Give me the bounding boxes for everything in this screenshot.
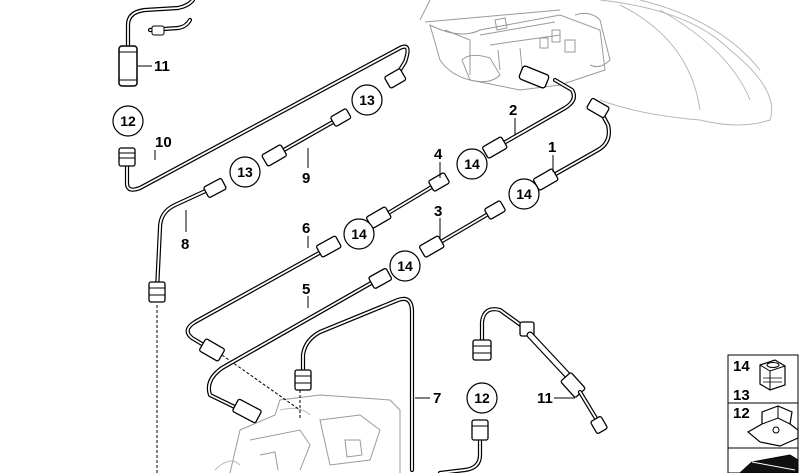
callout-3: 3 xyxy=(434,203,442,220)
circled-callouts: 12 13 13 14 14 14 14 12 xyxy=(112,84,540,414)
callout-9: 9 xyxy=(302,170,310,187)
svg-text:13: 13 xyxy=(359,92,375,108)
circled-callout-14-c: 14 xyxy=(343,218,375,250)
circled-callout-14-d: 14 xyxy=(389,250,421,282)
cap-nut-icon xyxy=(759,359,786,391)
fitting-icon xyxy=(763,377,782,383)
brake-pipe-8 xyxy=(148,178,227,303)
svg-text:12: 12 xyxy=(120,113,136,129)
legend-label-13: 13 xyxy=(733,387,750,404)
brake-hose-top xyxy=(118,0,196,87)
svg-text:14: 14 xyxy=(516,186,532,202)
callout-7: 7 xyxy=(433,390,441,407)
clip-icon-partial xyxy=(739,454,799,473)
callout-1: 1 xyxy=(548,139,556,156)
svg-text:14: 14 xyxy=(397,258,413,274)
callout-8: 8 xyxy=(181,236,189,253)
brake-pipe-10 xyxy=(118,44,410,192)
bracket-clip-icon xyxy=(746,405,799,447)
guide-lines xyxy=(156,305,301,473)
callout-11-lower: 11 xyxy=(537,390,553,407)
svg-text:12: 12 xyxy=(474,390,490,406)
callout-10: 10 xyxy=(155,134,172,151)
master-cylinder-booster xyxy=(419,0,773,126)
circled-callout-12-top: 12 xyxy=(112,105,144,137)
circled-callout-13-top: 13 xyxy=(351,84,383,116)
brake-pipe-4 xyxy=(366,172,450,229)
brake-pipe-9 xyxy=(261,108,352,167)
circled-callout-12-lower: 12 xyxy=(466,382,498,414)
brake-pipe-7 xyxy=(294,296,489,473)
brake-hose-lower xyxy=(472,307,608,434)
svg-text:14: 14 xyxy=(351,226,367,242)
callout-6: 6 xyxy=(302,220,310,237)
circled-callout-14-a: 14 xyxy=(456,148,488,180)
brake-pipe-3 xyxy=(419,200,506,258)
brake-pipe-1 xyxy=(533,97,611,191)
svg-text:13: 13 xyxy=(237,164,253,180)
legend-label-14: 14 xyxy=(733,358,750,375)
callout-4: 4 xyxy=(434,146,443,163)
brake-pipe-5 xyxy=(206,267,393,424)
leader-lines xyxy=(138,65,575,399)
legend-label-12: 12 xyxy=(733,405,750,422)
svg-text:14: 14 xyxy=(464,156,480,172)
circled-callout-14-b: 14 xyxy=(508,178,540,210)
callout-5: 5 xyxy=(302,281,310,298)
parts-legend: 14 13 12 xyxy=(727,354,799,473)
brake-pipe-2 xyxy=(482,65,576,159)
circled-callout-13-mid: 13 xyxy=(229,156,261,188)
brake-pipe-6 xyxy=(185,235,342,362)
callout-2: 2 xyxy=(509,102,517,119)
callout-11-top: 11 xyxy=(154,58,170,75)
part-number-labels: 11 10 9 8 6 5 4 3 2 1 7 11 xyxy=(154,58,556,407)
